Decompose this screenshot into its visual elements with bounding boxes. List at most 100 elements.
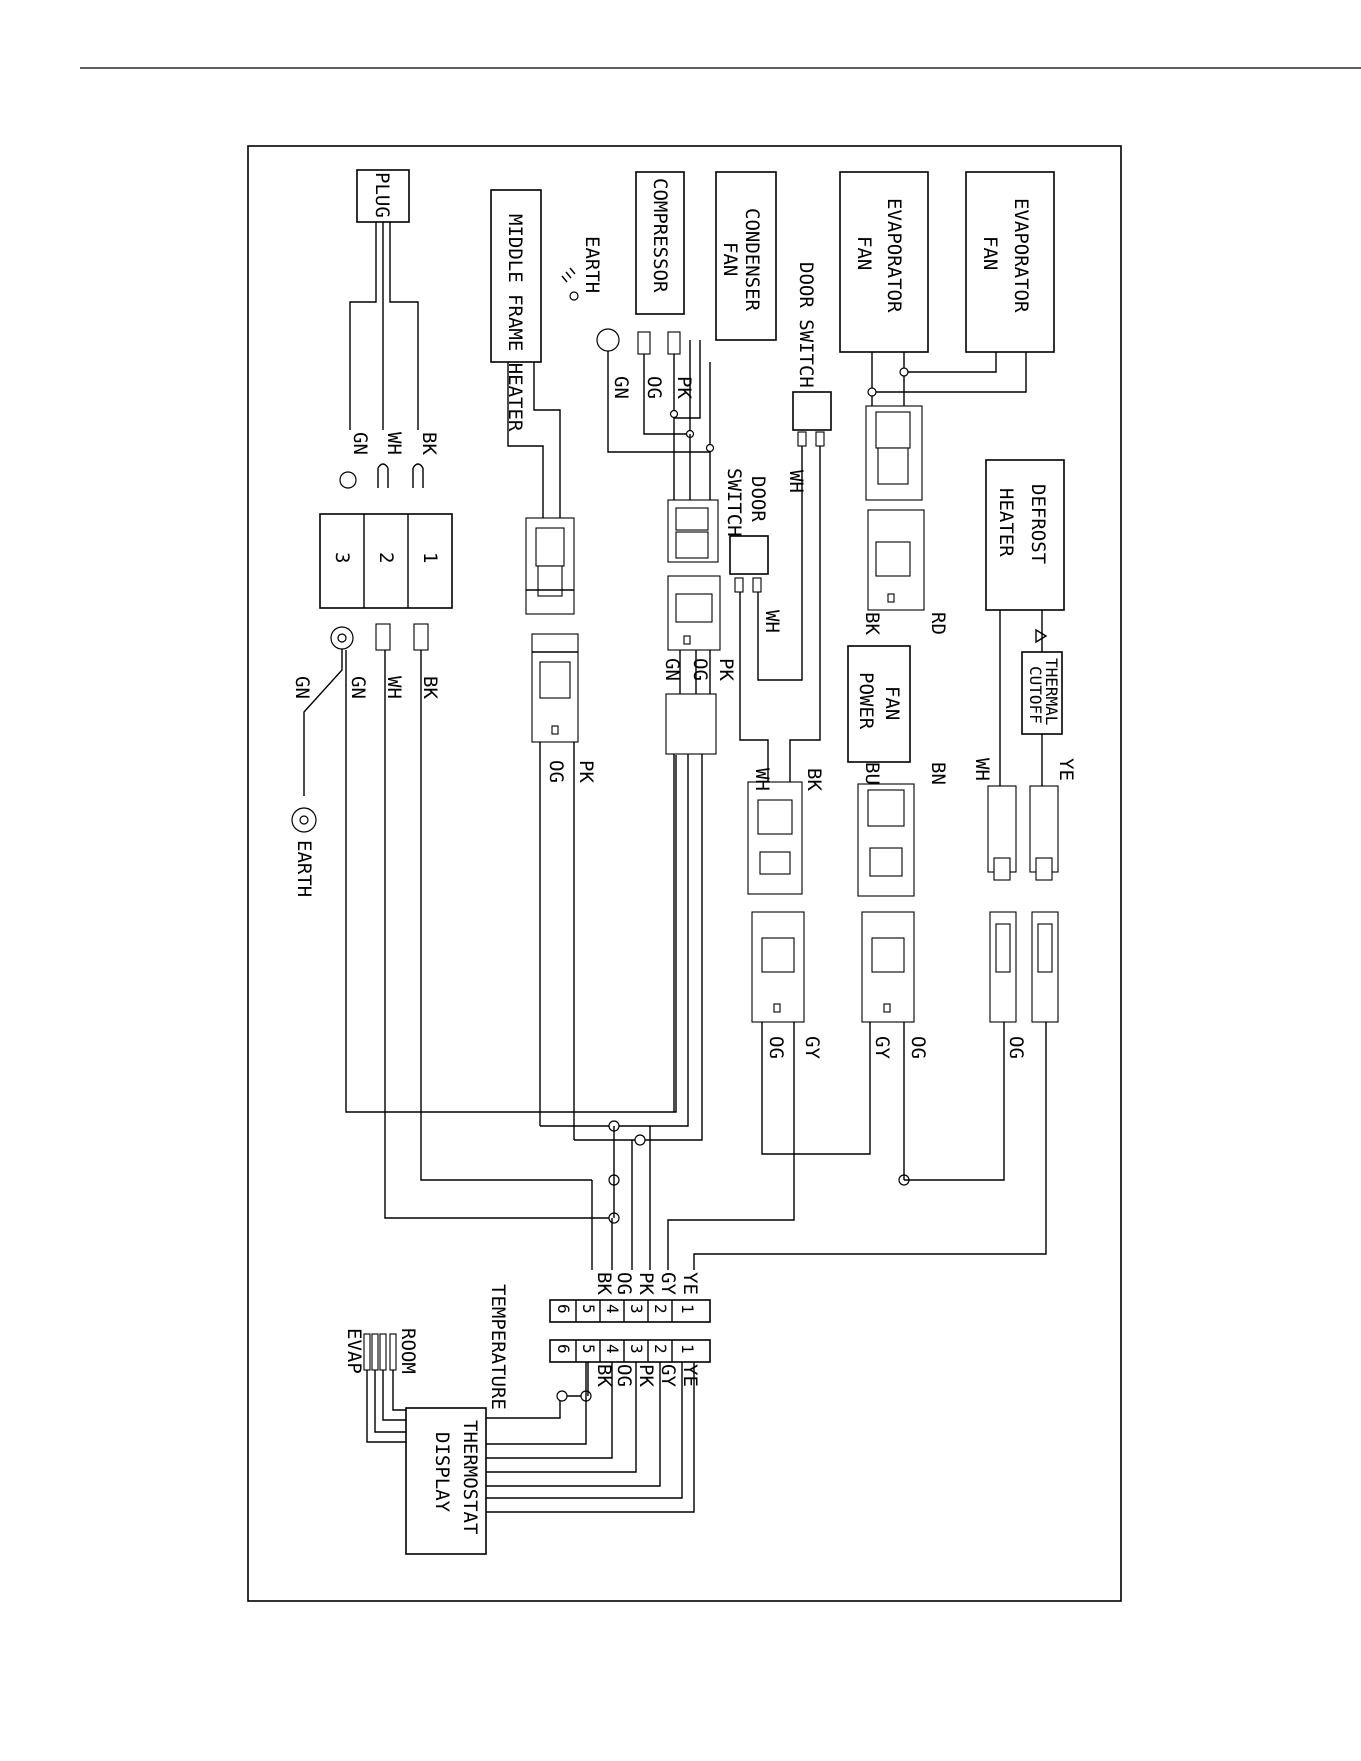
wire-label-dh-wh: WH: [971, 758, 993, 781]
conn-bottom-pin-1: 1: [678, 1344, 697, 1354]
evaporator-fan-1-label-1: EVAPORATOR: [883, 198, 905, 313]
wire-label-main-wh: WH: [383, 676, 405, 699]
defrost-connector-lower: [989, 911, 1059, 1023]
evaporator-fan-2-label-1: EVAPORATOR: [1010, 198, 1032, 313]
wire-label-ds-wh-mid: WH: [761, 610, 783, 633]
wire-label-dh-ye: YE: [1055, 758, 1077, 781]
thermal-cutoff-label-2: CUTOFF: [1026, 666, 1045, 724]
defrost-heater-label-2: HEATER: [995, 488, 1017, 557]
temperature-label: TEMPERATURE: [487, 1284, 509, 1410]
thermostat-display-label-2: DISPLAY: [431, 1432, 453, 1513]
diagram-frame: [247, 145, 1122, 1602]
conn-bottom-pin-3: 3: [627, 1344, 646, 1354]
wire-label-fp-rd: RD: [927, 612, 949, 635]
compressor-harness-connector-upper: [667, 499, 719, 563]
thermostat-display-label-1: THERMOSTAT: [459, 1420, 481, 1534]
door-switch-mid-label-2: SWITCH: [723, 468, 745, 537]
evaporator-fan-1-label-2: FAN: [853, 236, 875, 270]
conn-top-pin-6: 6: [554, 1304, 573, 1314]
evaporator-fan-2-label-2: FAN: [979, 236, 1001, 270]
conn-top-pin-3: 3: [627, 1304, 646, 1314]
door-switch-connector-lower: [751, 911, 805, 1023]
conn-bottom-color-og: OG: [613, 1364, 635, 1387]
evaporator-fan-1-box: [839, 171, 929, 353]
connector-bottom-strip: [549, 1339, 711, 1363]
wire-label-c2-og: OG: [907, 1036, 929, 1059]
conn-bottom-pin-6: 6: [554, 1344, 573, 1354]
terminal-3: 3: [331, 552, 353, 563]
wire-label-ds-wh-top: WH: [785, 470, 807, 493]
evap-probe-2: [371, 1333, 379, 1371]
conn-top-color-ye: YE: [679, 1272, 701, 1295]
plug-wh-fork-icon: [377, 463, 389, 488]
conn-top-color-og: OG: [613, 1272, 635, 1295]
fan-power-box: [847, 645, 911, 763]
fan-power-connector-upper: [857, 783, 915, 897]
middle-frame-heater-box: [490, 189, 542, 363]
wire-label-harness-og: OG: [689, 658, 711, 681]
fan-power-label-1: FAN: [881, 686, 903, 720]
conn-bottom-color-ye: YE: [679, 1364, 701, 1387]
conn-bottom-color-gy: GY: [657, 1364, 679, 1387]
terminal-1: 1: [419, 552, 441, 563]
plug-bk-fork-icon: [412, 463, 424, 488]
wire-label-fp-bu: BU: [861, 762, 883, 785]
earth-top-terminal-icon: [569, 291, 579, 301]
wire-label-ds-conn-wh: WH: [751, 768, 773, 791]
wire-label-main-gn: GN: [347, 676, 369, 699]
thermostat-display-box: [405, 1407, 487, 1555]
conn-bottom-pin-2: 2: [651, 1344, 670, 1354]
door-switch-top-label: DOOR SWITCH: [795, 262, 817, 388]
wire-label-plug-wh: WH: [383, 432, 405, 455]
door-switch-connector-upper: [747, 781, 803, 895]
evap-fan-connector-lower: [867, 509, 925, 611]
door-switch-top-box: [792, 391, 832, 431]
defrost-connector-upper: [987, 785, 1059, 881]
wire-label-comp-og: OG: [643, 376, 665, 399]
mfh-connector-lower: [531, 633, 579, 743]
main-bk-terminal: [413, 623, 429, 651]
conn-top-color-gy: GY: [657, 1272, 679, 1295]
compressor-harness-connector-lower: [667, 575, 721, 651]
wire-label-mfh-og: OG: [545, 760, 567, 783]
earth-bottom-label: EARTH: [293, 840, 315, 897]
conn-top-pin-4: 4: [603, 1304, 622, 1314]
conn-top-pin-5: 5: [579, 1304, 598, 1314]
evap-label: EVAP: [343, 1328, 365, 1374]
evaporator-fan-2-box: [965, 171, 1055, 353]
wire-label-fp-bn: BN: [927, 762, 949, 785]
terminal-2: 2: [375, 552, 397, 563]
plug-box: [356, 169, 410, 223]
evap-fan-connector-upper: [865, 405, 923, 501]
wire-label-c1-og: OG: [765, 1036, 787, 1059]
harness-sleeve: [665, 693, 717, 755]
wire-label-c1-gy: GY: [801, 1036, 823, 1059]
middle-frame-heater-label: MIDDLE FRAME HEATER: [504, 214, 526, 432]
wire-label-plug-gn: GN: [349, 432, 371, 455]
plug-gn-ring-icon: [339, 471, 357, 489]
condenser-fan-label-1: CONDENSER: [741, 208, 763, 312]
wire-label-plug-bk: BK: [418, 432, 440, 455]
compressor-box: [635, 171, 685, 315]
wire-label-c2-gy: GY: [871, 1036, 893, 1059]
wire-label-comp-pk: PK: [673, 376, 695, 399]
wire-label-earth-gn: GN: [291, 676, 313, 699]
condenser-fan-box: [715, 171, 777, 341]
wire-label-mfh-pk: PK: [575, 760, 597, 783]
connector-top-strip: [549, 1299, 711, 1323]
conn-bottom-color-bk: BK: [593, 1364, 615, 1387]
compressor-earth-ring-icon: [596, 328, 620, 352]
compressor-terminal-og: [637, 331, 651, 355]
fan-power-connector-lower: [861, 911, 915, 1023]
compressor-terminal-pk: [667, 331, 681, 355]
terminal-block: [319, 513, 453, 609]
mfh-connector-upper: [525, 517, 575, 615]
wire-label-harness-pk: PK: [715, 658, 737, 681]
defrost-heater-box: [985, 459, 1065, 611]
conn-top-color-pk: PK: [635, 1272, 657, 1295]
room-probe-2: [389, 1333, 397, 1371]
room-probe: [379, 1333, 387, 1371]
defrost-heater-label-1: DEFROST: [1027, 484, 1049, 564]
wire-label-harness-gn: GN: [661, 658, 683, 681]
